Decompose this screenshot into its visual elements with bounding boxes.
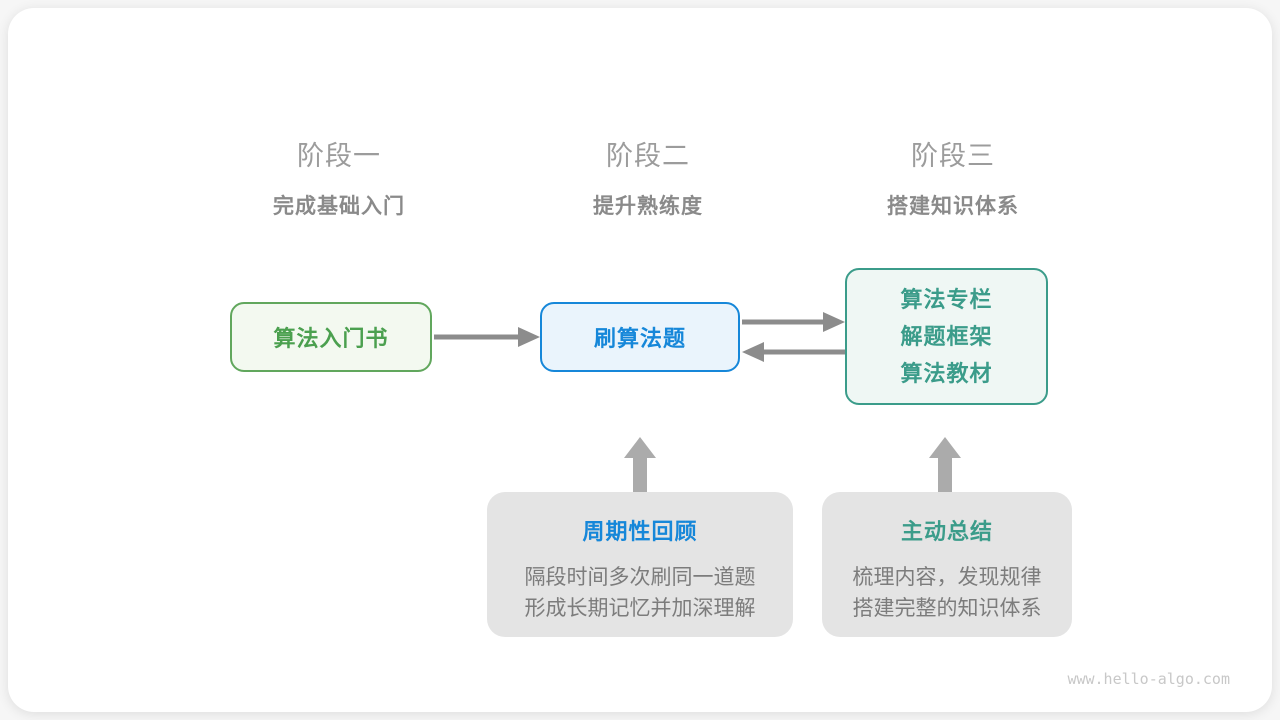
stage-1-header: 阶段一 完成基础入门 [209,134,469,220]
site-watermark: www.hello-algo.com [1067,670,1230,688]
stage-3-label: 阶段三 [911,141,995,171]
stage-2-subtitle: 提升熟练度 [593,195,703,218]
note-body-line: 形成长期记忆并加深理解 [524,597,756,620]
note-periodic-review-title: 周期性回顾 [582,519,698,544]
node-intro-book-label: 算法入门书 [273,326,389,351]
stage-2-header: 阶段二 提升熟练度 [518,134,778,220]
arrow-right-icon [434,327,540,347]
note-body-line: 搭建完整的知识体系 [852,597,1042,620]
arrow-right-icon [742,312,845,332]
note-active-summary-title: 主动总结 [900,519,993,544]
stage-1-subtitle: 完成基础入门 [273,195,405,218]
node-practice-problems-label: 刷算法题 [593,326,686,351]
note-body-line: 梳理内容，发现规律 [852,566,1042,589]
node-resources-line-3: 算法教材 [900,361,993,386]
note-body-line: 隔段时间多次刷同一道题 [524,566,756,589]
stage-1-label: 阶段一 [297,141,381,171]
note-active-summary: 主动总结 梳理内容，发现规律 搭建完整的知识体系 [822,492,1072,637]
stage-3-header: 阶段三 搭建知识体系 [823,134,1083,220]
node-resources-line-1: 算法专栏 [900,287,993,312]
arrow-left-icon [742,342,845,362]
note-active-summary-body: 梳理内容，发现规律 搭建完整的知识体系 [822,562,1072,624]
note-periodic-review: 周期性回顾 隔段时间多次刷同一道题 形成长期记忆并加深理解 [487,492,793,637]
node-practice-problems: 刷算法题 [540,302,740,372]
stage-3-subtitle: 搭建知识体系 [887,195,1019,218]
note-periodic-review-body: 隔段时间多次刷同一道题 形成长期记忆并加深理解 [487,562,793,624]
arrow-up-icon [929,437,961,492]
arrow-up-icon [624,437,656,492]
node-intro-book: 算法入门书 [230,302,432,372]
node-resources-line-2: 解题框架 [900,324,993,349]
node-knowledge-resources: 算法专栏 解题框架 算法教材 [845,268,1048,405]
diagram-canvas: 阶段一 完成基础入门 阶段二 提升熟练度 阶段三 搭建知识体系 算法入门书 刷算… [8,8,1272,712]
stage-2-label: 阶段二 [606,141,690,171]
